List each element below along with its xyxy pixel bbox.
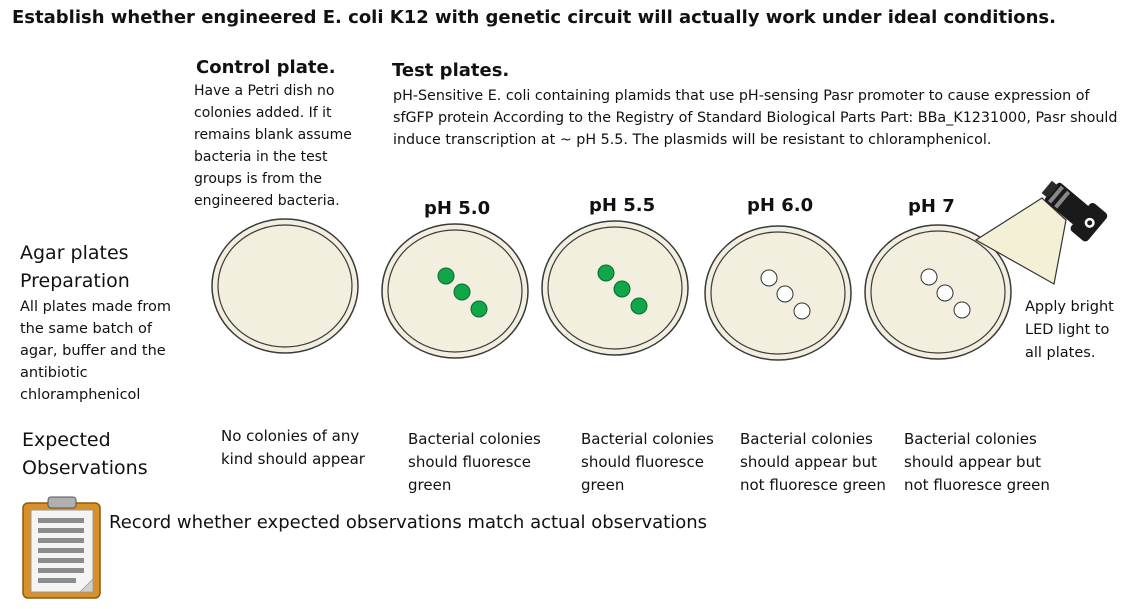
non-fluorescent-colony [776,285,794,303]
light-note: Apply bright LED light to all plates. [1025,299,1114,361]
ph-label-6-0: pH 6.0 [747,195,814,216]
agar-plates-description: All plates made from the same batch of a… [20,299,171,403]
ph-label-5-0: pH 5.0 [424,198,491,219]
agar-plates-label: Agar plates Preparation [20,242,130,292]
green-colony [437,267,455,285]
ph-label-7: pH 7 [908,196,955,217]
plates-layer [211,218,1012,361]
light-beam [974,197,1067,285]
petri-dish-agar [217,224,353,348]
green-colony [597,264,615,282]
non-fluorescent-colony [953,301,971,319]
non-fluorescent-colony [936,284,954,302]
petri-dish-control [211,218,359,354]
expected-ph-5-5: Bacterial colonies should fluoresce gree… [581,430,714,494]
petri-dish-ph-5-5 [541,220,689,356]
petri-dish-ph-5-0 [381,223,529,359]
green-colony [613,280,631,298]
control-plate-heading: Control plate. [196,57,336,78]
non-fluorescent-colony [793,302,811,320]
non-fluorescent-colony [920,268,938,286]
test-plates-heading: Test plates. [392,60,510,81]
green-colony [630,297,648,315]
page-title: Establish whether engineered E. coli K12… [12,7,1056,28]
expected-observations-label: Expected Observations [22,429,148,479]
green-colony [453,283,471,301]
expected-ph-6-0: Bacterial colonies should appear but not… [740,430,886,494]
control-plate-description: Have a Petri dish no colonies added. If … [194,83,352,209]
non-fluorescent-colony [760,269,778,287]
expected-control: No colonies of any kind should appear [221,427,365,468]
expected-ph-5-0: Bacterial colonies should fluoresce gree… [408,430,541,494]
petri-dish-ph-6-0 [704,225,852,361]
clipboard-icon [22,496,101,599]
green-colony [470,300,488,318]
record-instruction: Record whether expected observations mat… [109,512,708,533]
flashlight-icon [974,180,1108,285]
petri-dish-ph-7 [864,224,1012,360]
ph-label-5-5: pH 5.5 [589,195,656,216]
expected-ph-7: Bacterial colonies should appear but not… [904,430,1050,494]
test-plates-description: pH-Sensitive E. coli containing plamids … [393,88,1118,148]
